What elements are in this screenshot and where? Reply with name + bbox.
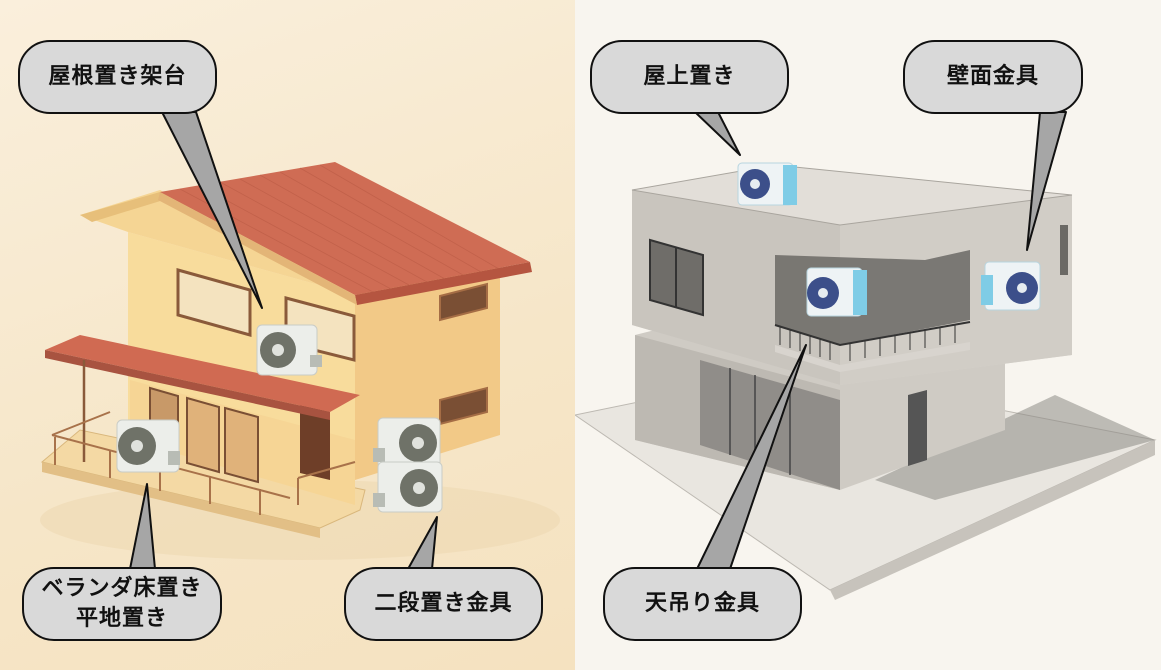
callout-roof-mount-label: 屋根置き架台 [48,64,187,89]
ac-unit-veranda [116,419,180,473]
tail-roof-mount [161,111,263,309]
concrete-building-illustration [575,162,1157,600]
callout-ceiling-hung: 天吊り金具 [603,567,802,641]
ac-unit-roof [256,324,322,376]
callout-ceiling-hung-label: 天吊り金具 [644,591,760,616]
tail-veranda-floor [129,483,156,570]
ac-unit-wall-bracket [981,261,1041,311]
callout-rooftop: 屋上置き [590,40,789,114]
callout-veranda-floor-label-line2: 平地置き [75,606,168,631]
tail-ceiling-hung [696,344,807,570]
callout-veranda-floor: ベランダ床置き 平地置き [22,567,222,641]
right-panel-concrete-building-illustration [575,0,1161,670]
tail-wall-bracket [1026,111,1067,251]
callout-wall-bracket-label: 壁面金具 [946,64,1039,89]
left-panel-house-illustration [0,0,575,670]
callout-two-tier: 二段置き金具 [344,567,543,641]
callout-roof-mount: 屋根置き架台 [18,40,217,114]
callout-two-tier-label: 二段置き金具 [374,591,513,616]
callout-rooftop-label: 屋上置き [643,64,736,89]
tail-rooftop [694,111,741,156]
ac-unit-two-tier-bottom [373,461,443,513]
callout-veranda-floor-label-line1: ベランダ床置き [41,576,203,601]
tail-two-tier [407,516,438,570]
ac-unit-rooftop [737,162,797,206]
ac-unit-two-tier-top [373,417,441,469]
callout-wall-bracket: 壁面金具 [903,40,1083,114]
ac-unit-ceiling-hung [806,267,867,317]
